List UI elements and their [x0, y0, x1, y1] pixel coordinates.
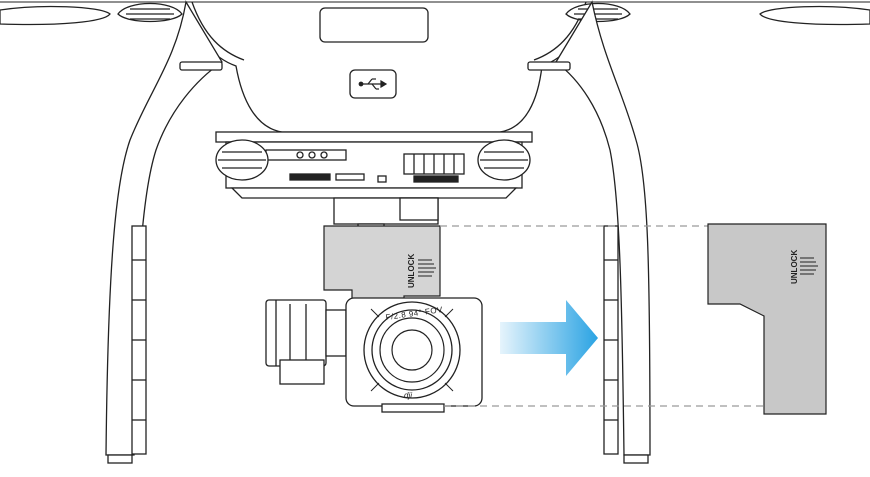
arrow-right-icon [500, 300, 598, 376]
unlock-label-installed: UNLOCK [407, 254, 416, 288]
gimbal-motor [265, 299, 347, 385]
gimbal-bracket [333, 197, 439, 235]
left-landing-gear [105, 0, 223, 464]
usb-port [349, 69, 397, 99]
unlock-arrow-mark-removed [800, 257, 818, 275]
damping-ball-right [477, 139, 531, 181]
right-propeller-mount [565, 2, 870, 26]
drone-body [0, 1, 870, 133]
dji-logo: dji [404, 391, 412, 400]
camera-lens [363, 301, 461, 399]
guide-lines [440, 225, 764, 407]
usb-icon [358, 78, 388, 90]
damping-ball-left [215, 139, 269, 181]
unlock-arrow-mark [418, 259, 436, 277]
left-propeller-mount [0, 2, 183, 26]
gimbal-clamp-removed [707, 223, 827, 415]
gimbal-mount-plate [215, 131, 533, 199]
unlock-label-removed: UNLOCK [790, 250, 799, 284]
right-landing-gear [527, 0, 651, 464]
